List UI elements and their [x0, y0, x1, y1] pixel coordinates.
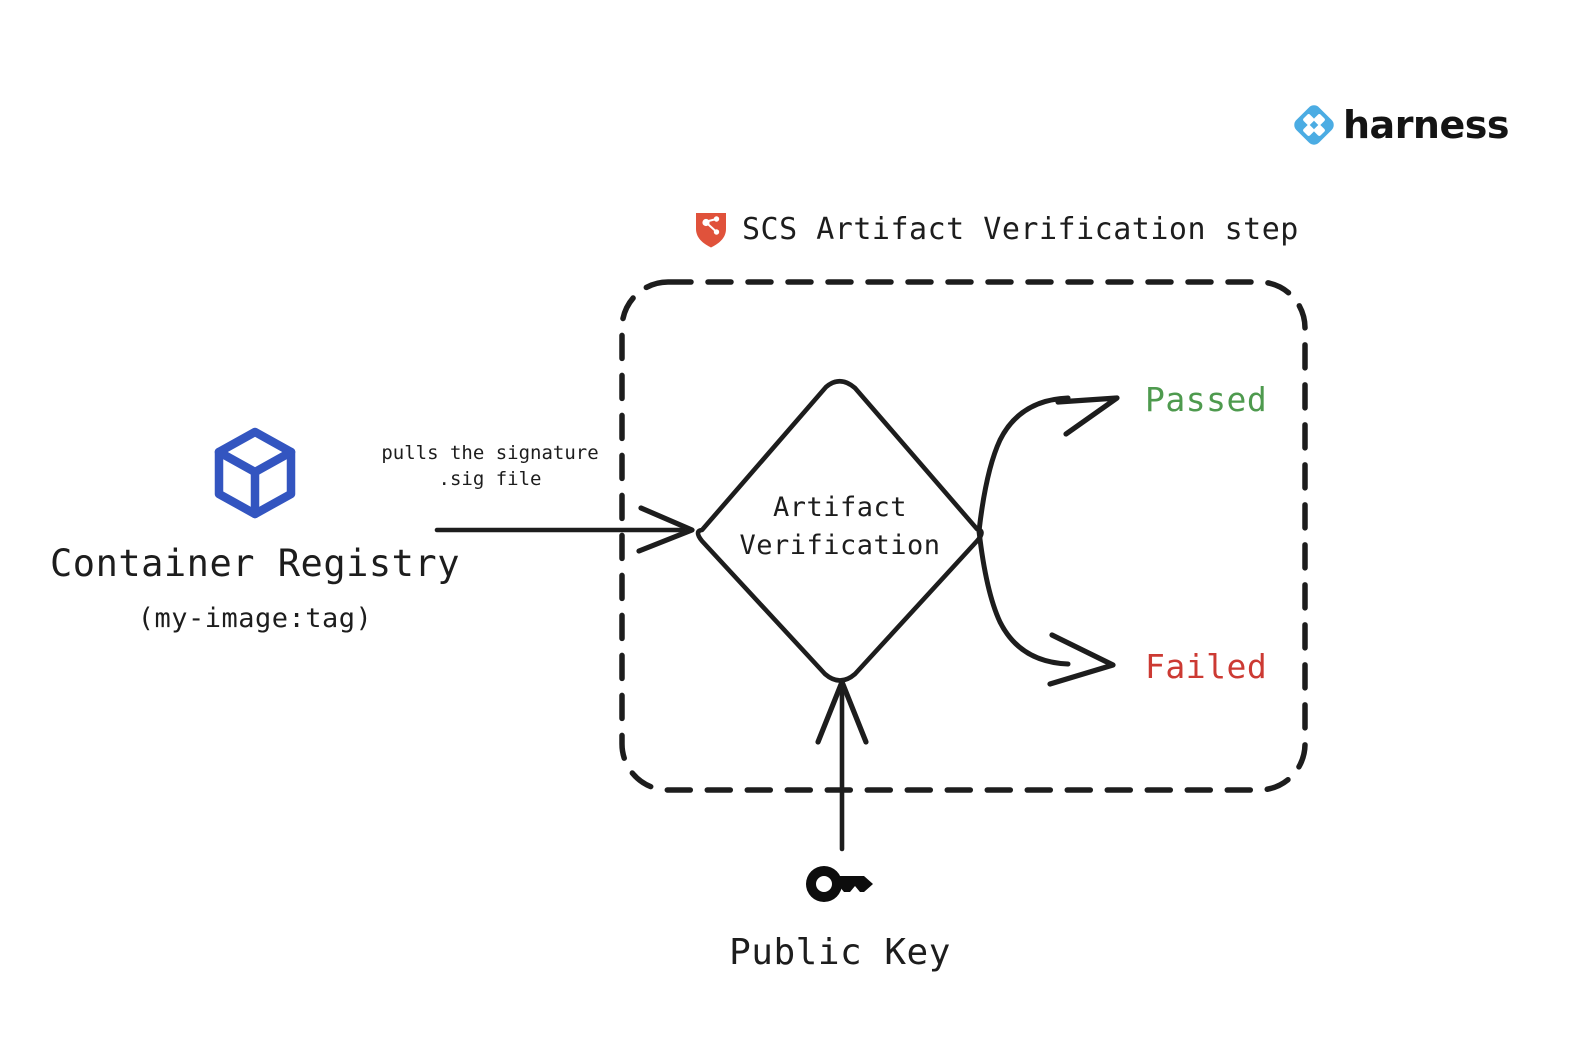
outcome-passed-label: Passed [1145, 380, 1268, 419]
arrow-verification-to-failed [976, 528, 1116, 687]
outcome-failed-label: Failed [1145, 647, 1268, 686]
edge-label-line1: pulls the signature [381, 442, 599, 464]
public-key-node: Public Key [690, 862, 990, 973]
step-title-group: SCS Artifact Verification step [694, 210, 1299, 248]
harness-wordmark: harness [1343, 103, 1510, 147]
arrow-registry-to-verification [434, 505, 695, 554]
shield-network-icon [696, 213, 726, 248]
container-registry-title: Container Registry [50, 542, 460, 585]
arrow-verification-to-passed [976, 395, 1120, 534]
step-title-label: SCS Artifact Verification step [742, 211, 1299, 247]
edge-label-line2: .sig file [438, 468, 542, 490]
harness-logo: harness [1292, 103, 1510, 147]
artifact-verification-line2: Verification [739, 530, 941, 561]
harness-diamond-logo-icon [1294, 105, 1334, 145]
public-key-label: Public Key [729, 932, 951, 973]
key-icon [806, 866, 873, 902]
cube-box-icon [214, 427, 296, 519]
edge-label-pulls-signature: pulls the signature .sig file [370, 440, 610, 492]
arrow-publickey-to-verification [815, 679, 869, 852]
container-registry-subtitle: (my-image:tag) [137, 603, 373, 634]
artifact-verification-line1: Artifact [772, 492, 908, 523]
container-registry-node: Container Registry (my-image:tag) [40, 424, 470, 634]
artifact-verification-label: Artifact Verification [700, 489, 980, 565]
